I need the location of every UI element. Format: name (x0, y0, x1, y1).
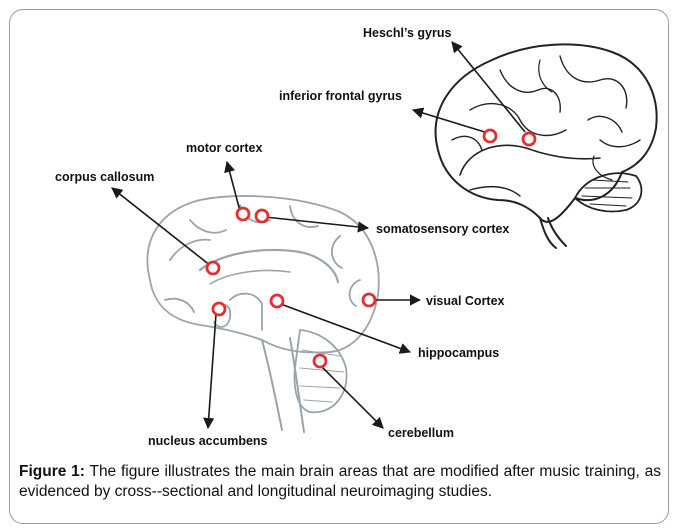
arrow-cerebellum (321, 366, 383, 428)
label-visual-cortex: visual Cortex (426, 294, 505, 308)
label-motor-cortex: motor cortex (186, 141, 262, 155)
marker-motor-cortex (237, 208, 249, 220)
arrow-inferior-frontal (413, 110, 488, 133)
label-nucleus-accumbens: nucleus accumbens (148, 434, 268, 448)
marker-visual (363, 294, 375, 306)
sagittal-brain-illustration (147, 196, 378, 432)
markers (207, 130, 535, 367)
label-heschls-gyrus: Heschl’s gyrus (363, 26, 451, 40)
caption-label: Figure 1: (19, 463, 85, 480)
marker-nucleus-accumbens (213, 303, 225, 315)
figure-caption: Figure 1: The figure illustrates the mai… (19, 462, 661, 502)
caption-text: The figure illustrates the main brain ar… (19, 463, 661, 500)
arrow-nucleus-accumbens (208, 314, 216, 428)
label-cerebellum: cerebellum (388, 426, 454, 440)
marker-corpus-callosum (207, 262, 219, 274)
arrow-motor-cortex (227, 162, 240, 211)
label-inferior-frontal-gyrus: inferior frontal gyrus (279, 89, 402, 103)
label-corpus-callosum: corpus callosum (55, 170, 154, 184)
lateral-brain-illustration (436, 44, 657, 248)
label-somatosensory-cortex: somatosensory cortex (376, 222, 509, 236)
arrow-heschl (452, 42, 525, 132)
marker-inferior-frontal (484, 130, 496, 142)
marker-cerebellum (314, 355, 326, 367)
marker-somatosensory (256, 210, 268, 222)
marker-hippocampus (271, 295, 283, 307)
label-hippocampus: hippocampus (418, 346, 499, 360)
marker-heschl (523, 133, 535, 145)
